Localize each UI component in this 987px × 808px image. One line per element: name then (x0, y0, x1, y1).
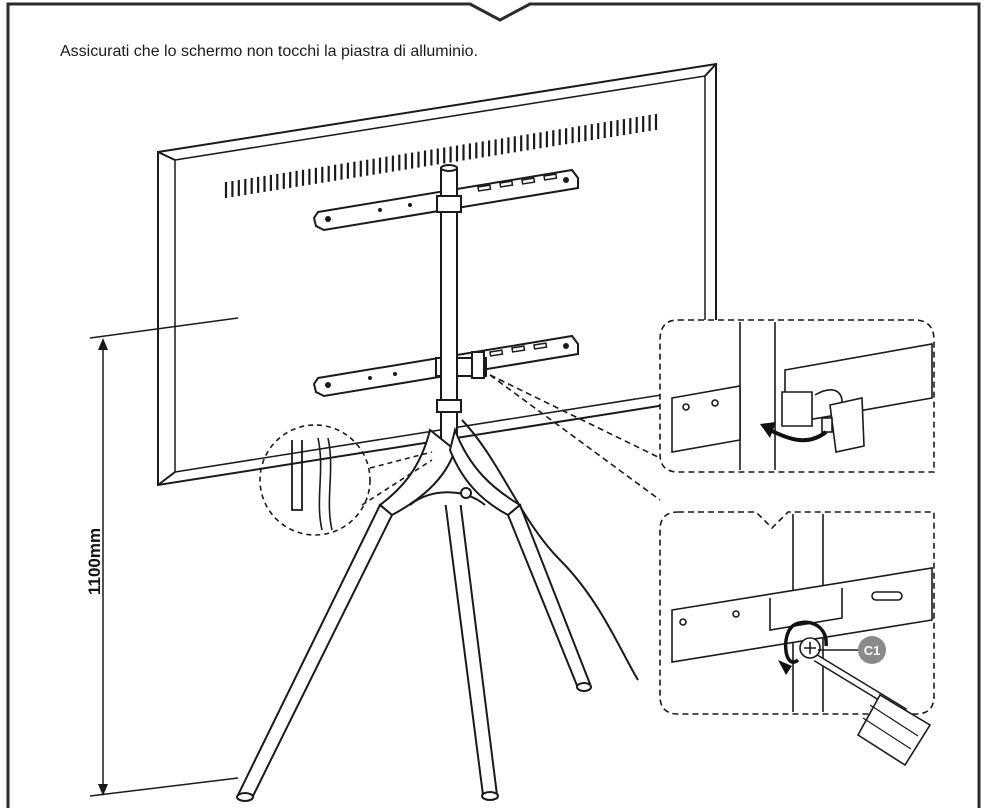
rotate-arrow-head (778, 660, 792, 675)
curved-arrow-icon (769, 428, 828, 443)
stand-pole (436, 164, 462, 459)
clamp-detail-panel (659, 319, 935, 473)
vent-slots (224, 114, 658, 198)
tv-screen (157, 62, 717, 487)
curved-arrow-head (760, 422, 776, 438)
screwdriver-icon (856, 693, 932, 767)
rotate-arrow-icon (783, 620, 828, 664)
part-label-text: C1 (864, 643, 881, 658)
clamp-detail-leaders (489, 374, 661, 501)
power-cable (461, 419, 639, 681)
height-dimension-label: 1100mm (85, 528, 104, 595)
page-border (6, 2, 981, 808)
screw-detail-panel (659, 511, 935, 767)
instruction-caption: Assicurati che lo schermo non tocchi la … (60, 43, 478, 60)
cable-detail-callout (259, 424, 433, 536)
part-label-badge (858, 636, 886, 664)
tripod-legs (236, 426, 592, 802)
height-dimension (89, 317, 239, 797)
